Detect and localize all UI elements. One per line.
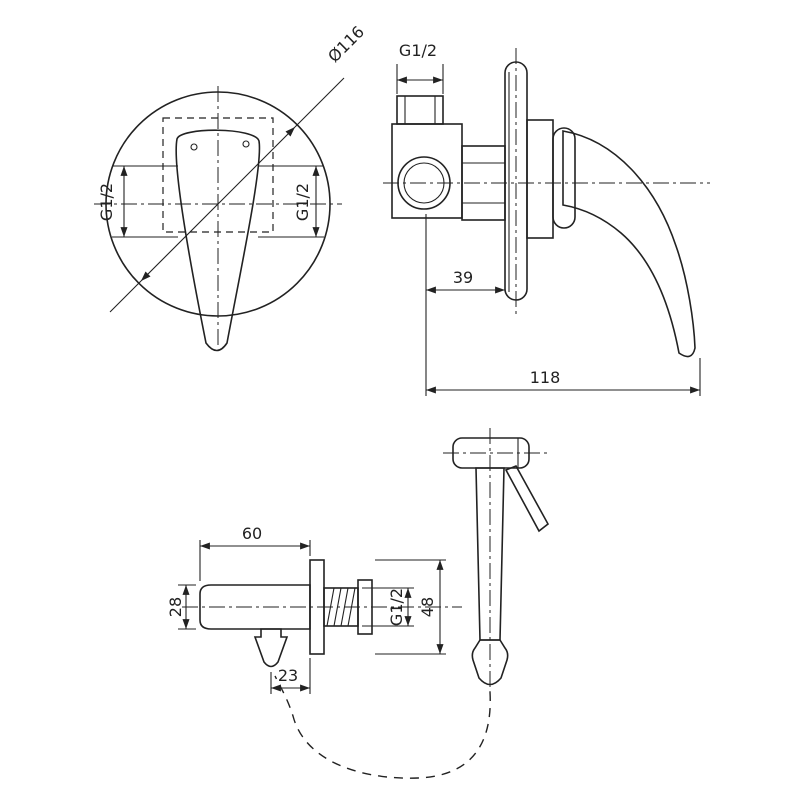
wall-outlet-view: 60 28 23 G1/2 48 [166, 524, 462, 694]
thread-left-label: G1/2 [97, 183, 116, 221]
concealed-body-hidden-outline [162, 117, 274, 233]
outlet-thread-label: G1/2 [387, 588, 406, 626]
shower-holder-clip [253, 628, 289, 668]
thread-hatching [326, 587, 356, 627]
outlet-flange-label: 48 [418, 597, 437, 617]
diameter-overshoot-upper [294, 77, 345, 128]
thread-top-label: G1/2 [399, 41, 437, 60]
sprayer-trigger-lever [504, 464, 550, 533]
inlet-boss-inner [403, 162, 445, 204]
front-view: G1/2 G1/2 Ø116 [94, 22, 368, 352]
shower-hose-dashed [274, 675, 491, 779]
outlet-offset-label: 23 [278, 666, 298, 685]
valve-body-side [391, 123, 463, 219]
depth-to-wall-label: 39 [453, 268, 473, 287]
mixer-plate-circle [105, 91, 331, 317]
lever-handle-front [175, 129, 261, 352]
diameter-arrow-lower [140, 203, 219, 282]
hand-sprayer-view [274, 428, 550, 779]
outlet-height-label: 28 [166, 597, 185, 617]
handle-detail-dot-left [190, 143, 198, 151]
lever-handle-side [562, 130, 696, 358]
handle-detail-dot-right [242, 140, 250, 148]
total-depth-label: 118 [530, 368, 561, 387]
outlet-width-label: 60 [242, 524, 262, 543]
diameter-arrow-upper [217, 126, 296, 205]
inlet-boss-outer [397, 156, 451, 210]
cartridge-housing [526, 119, 554, 239]
side-view: G1/2 39 118 [383, 41, 710, 396]
outlet-body [199, 584, 311, 630]
outlet-nut [357, 579, 373, 635]
diameter-dim-label: Ø116 [324, 22, 368, 66]
wall-connector [461, 145, 506, 221]
thread-right-label: G1/2 [293, 183, 312, 221]
handle-cap [552, 127, 576, 229]
diameter-overshoot-lower [109, 280, 142, 313]
top-inlet-port [396, 95, 444, 125]
sprayer-nozzle [471, 639, 509, 686]
